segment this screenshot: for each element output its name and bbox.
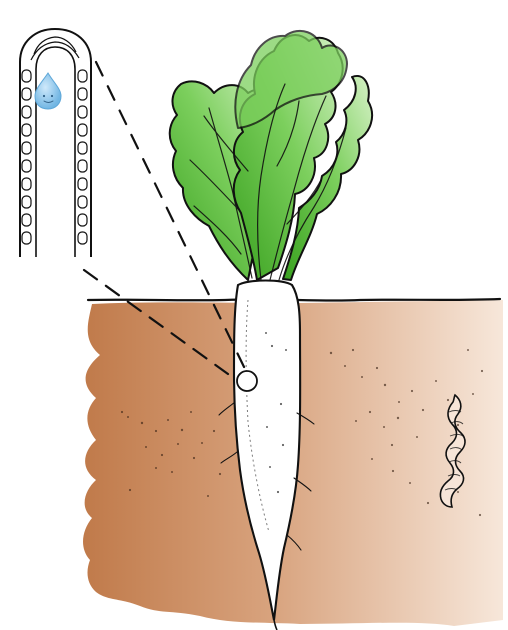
root-hair-detail-inset [20,29,91,257]
leaf-icon [170,31,372,280]
root-hair-cell-marker [237,371,257,391]
water-drop-eye-right [51,95,53,97]
inset-inner-wall [36,47,75,257]
water-drop-eye-left [43,95,45,97]
